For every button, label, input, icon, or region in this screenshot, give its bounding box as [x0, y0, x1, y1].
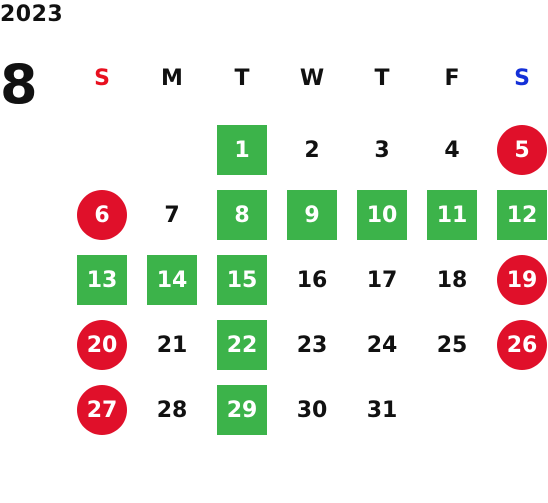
day-cell-18[interactable]: 18	[436, 267, 468, 293]
day-cell-12[interactable]: 12	[497, 190, 547, 240]
day-cell-31[interactable]: 31	[366, 397, 398, 423]
weekday-6: S	[514, 66, 530, 91]
day-cell-28[interactable]: 28	[156, 397, 188, 423]
weekday-1: M	[161, 66, 183, 91]
day-cell-15[interactable]: 15	[217, 255, 267, 305]
day-cell-26[interactable]: 26	[497, 320, 547, 370]
day-cell-9[interactable]: 9	[287, 190, 337, 240]
weekday-5: F	[444, 66, 460, 91]
day-cell-17[interactable]: 17	[366, 267, 398, 293]
day-cell-2[interactable]: 2	[304, 137, 320, 163]
day-cell-27[interactable]: 27	[77, 385, 127, 435]
month-number: 8	[0, 53, 38, 116]
day-cell-14[interactable]: 14	[147, 255, 197, 305]
day-cell-25[interactable]: 25	[436, 332, 468, 358]
day-cell-24[interactable]: 24	[366, 332, 398, 358]
day-cell-8[interactable]: 8	[217, 190, 267, 240]
day-cell-21[interactable]: 21	[156, 332, 188, 358]
day-cell-30[interactable]: 30	[296, 397, 328, 423]
day-cell-3[interactable]: 3	[374, 137, 390, 163]
day-cell-7[interactable]: 7	[164, 202, 180, 228]
weekday-3: W	[299, 66, 325, 91]
weekday-4: T	[374, 66, 390, 91]
day-cell-20[interactable]: 20	[77, 320, 127, 370]
day-cell-6[interactable]: 6	[77, 190, 127, 240]
day-cell-22[interactable]: 22	[217, 320, 267, 370]
year-label: 2023	[0, 2, 64, 27]
day-cell-19[interactable]: 19	[497, 255, 547, 305]
day-cell-4[interactable]: 4	[444, 137, 460, 163]
weekday-2: T	[234, 66, 250, 91]
day-cell-29[interactable]: 29	[217, 385, 267, 435]
day-cell-5[interactable]: 5	[497, 125, 547, 175]
day-cell-16[interactable]: 16	[296, 267, 328, 293]
day-cell-1[interactable]: 1	[217, 125, 267, 175]
day-cell-11[interactable]: 11	[427, 190, 477, 240]
day-cell-23[interactable]: 23	[296, 332, 328, 358]
weekday-0: S	[94, 66, 110, 91]
day-cell-13[interactable]: 13	[77, 255, 127, 305]
day-cell-10[interactable]: 10	[357, 190, 407, 240]
